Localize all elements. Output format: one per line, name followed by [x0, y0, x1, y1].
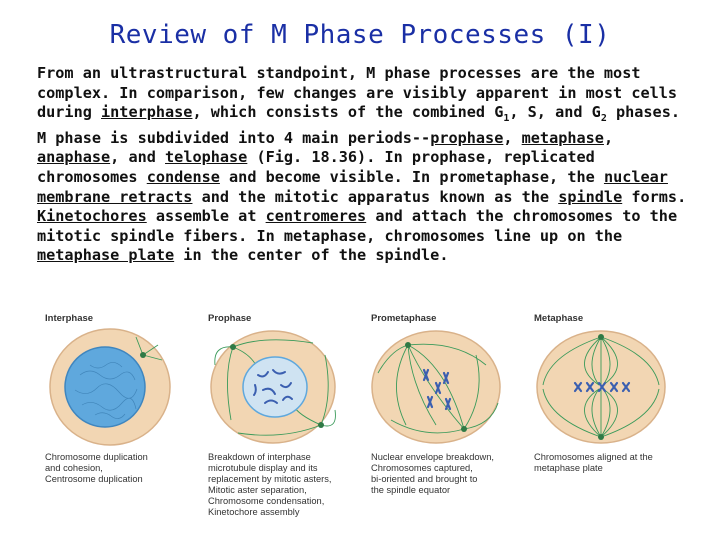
text-run: , which consists of the combined G — [192, 103, 504, 122]
caption-line: Nuclear envelope breakdown, — [371, 452, 495, 462]
panel-metaphase: Metaphase Chromosomes aligned at the — [529, 311, 689, 526]
panel-prometaphase: Prometaphase Nuclear envelope breakdown,… — [366, 311, 526, 526]
text-run: , — [603, 128, 614, 147]
underlined-term: Kinetochores — [37, 207, 147, 226]
subscript: 2 — [600, 113, 607, 125]
underlined-term: anaphase — [37, 148, 111, 167]
text-run: in the center of the spindle. — [174, 246, 449, 265]
caption-line: Chromosomes aligned at the — [534, 452, 653, 462]
caption-line: the spindle equator — [371, 485, 451, 495]
text-run: and attach the chromosomes to the mitoti… — [37, 207, 678, 245]
mitosis-figure: Interphase Chromosome duplication and co… — [40, 311, 690, 526]
text-run: (Fig. 18.36). In prophase, replicated ch… — [37, 148, 595, 186]
panel-interphase: Interphase Chromosome duplication and co… — [40, 311, 200, 526]
caption-line: Centrosome duplication — [45, 474, 143, 484]
panel-title: Interphase — [45, 313, 94, 324]
underlined-term: metaphase — [521, 128, 604, 147]
text-run: phases. M phase is subdivided into 4 mai… — [37, 103, 680, 147]
text-run: , — [503, 128, 522, 147]
underlined-term: centromeres — [265, 207, 367, 226]
underlined-term: metaphase plate — [37, 246, 175, 265]
metaphase-cell-illustration — [536, 330, 666, 444]
text-run: assemble at — [146, 207, 266, 226]
subscript: 1 — [503, 113, 510, 125]
panel-caption: Nuclear envelope breakdown, Chromosomes … — [371, 452, 526, 496]
interphase-cell-illustration — [49, 328, 171, 446]
caption-line: Kinetochore assembly — [208, 507, 300, 517]
text-run: , S, and G — [509, 103, 601, 122]
panel-title: Metaphase — [534, 313, 584, 324]
underlined-term: prophase — [430, 128, 504, 147]
caption-line: replacement by mitotic asters, — [208, 474, 332, 484]
panel-caption: Chromosome duplication and cohesion, Cen… — [45, 452, 200, 485]
caption-line: microtubule display and its — [208, 463, 318, 473]
caption-line: Mitotic aster separation, — [208, 485, 307, 495]
slide-title: Review of M Phase Processes (I) — [109, 20, 611, 50]
underlined-term: condense — [146, 168, 220, 186]
caption-line: metaphase plate — [534, 463, 603, 473]
underlined-term: nuclear membrane retracts — [37, 168, 668, 206]
panel-caption: Chromosomes aligned at the metaphase pla… — [534, 452, 689, 474]
prophase-cell-illustration — [210, 330, 336, 444]
body-paragraph: From an ultrastructural standpoint, M ph… — [37, 64, 697, 266]
caption-line: Breakdown of interphase — [208, 452, 311, 462]
text-run: From an ultrastructural standpoint, M ph… — [37, 64, 678, 122]
underlined-term: spindle — [558, 187, 623, 206]
caption-line: bi-oriented and brought to — [371, 474, 478, 484]
caption-line: Chromosomes captured, — [371, 463, 473, 473]
panel-title: Prophase — [208, 313, 252, 324]
prometaphase-cell-illustration — [371, 330, 501, 444]
text-run: and become visible. In prometaphase, the — [219, 168, 604, 186]
panel-title: Prometaphase — [371, 313, 437, 324]
panel-caption: Breakdown of interphase microtubule disp… — [208, 452, 363, 518]
text-run: , and — [110, 148, 166, 167]
caption-line: and cohesion, — [45, 463, 103, 473]
caption-line: Chromosome duplication — [45, 452, 148, 462]
panel-prophase: Prophase Breakdown of interphase microtu… — [203, 311, 363, 526]
text-run: forms. — [622, 187, 687, 206]
text-run: and the mitotic apparatus known as the — [192, 187, 559, 206]
caption-line: Chromosome condensation, — [208, 496, 325, 506]
underlined-term: interphase — [101, 103, 193, 122]
underlined-term: telophase — [165, 148, 248, 167]
